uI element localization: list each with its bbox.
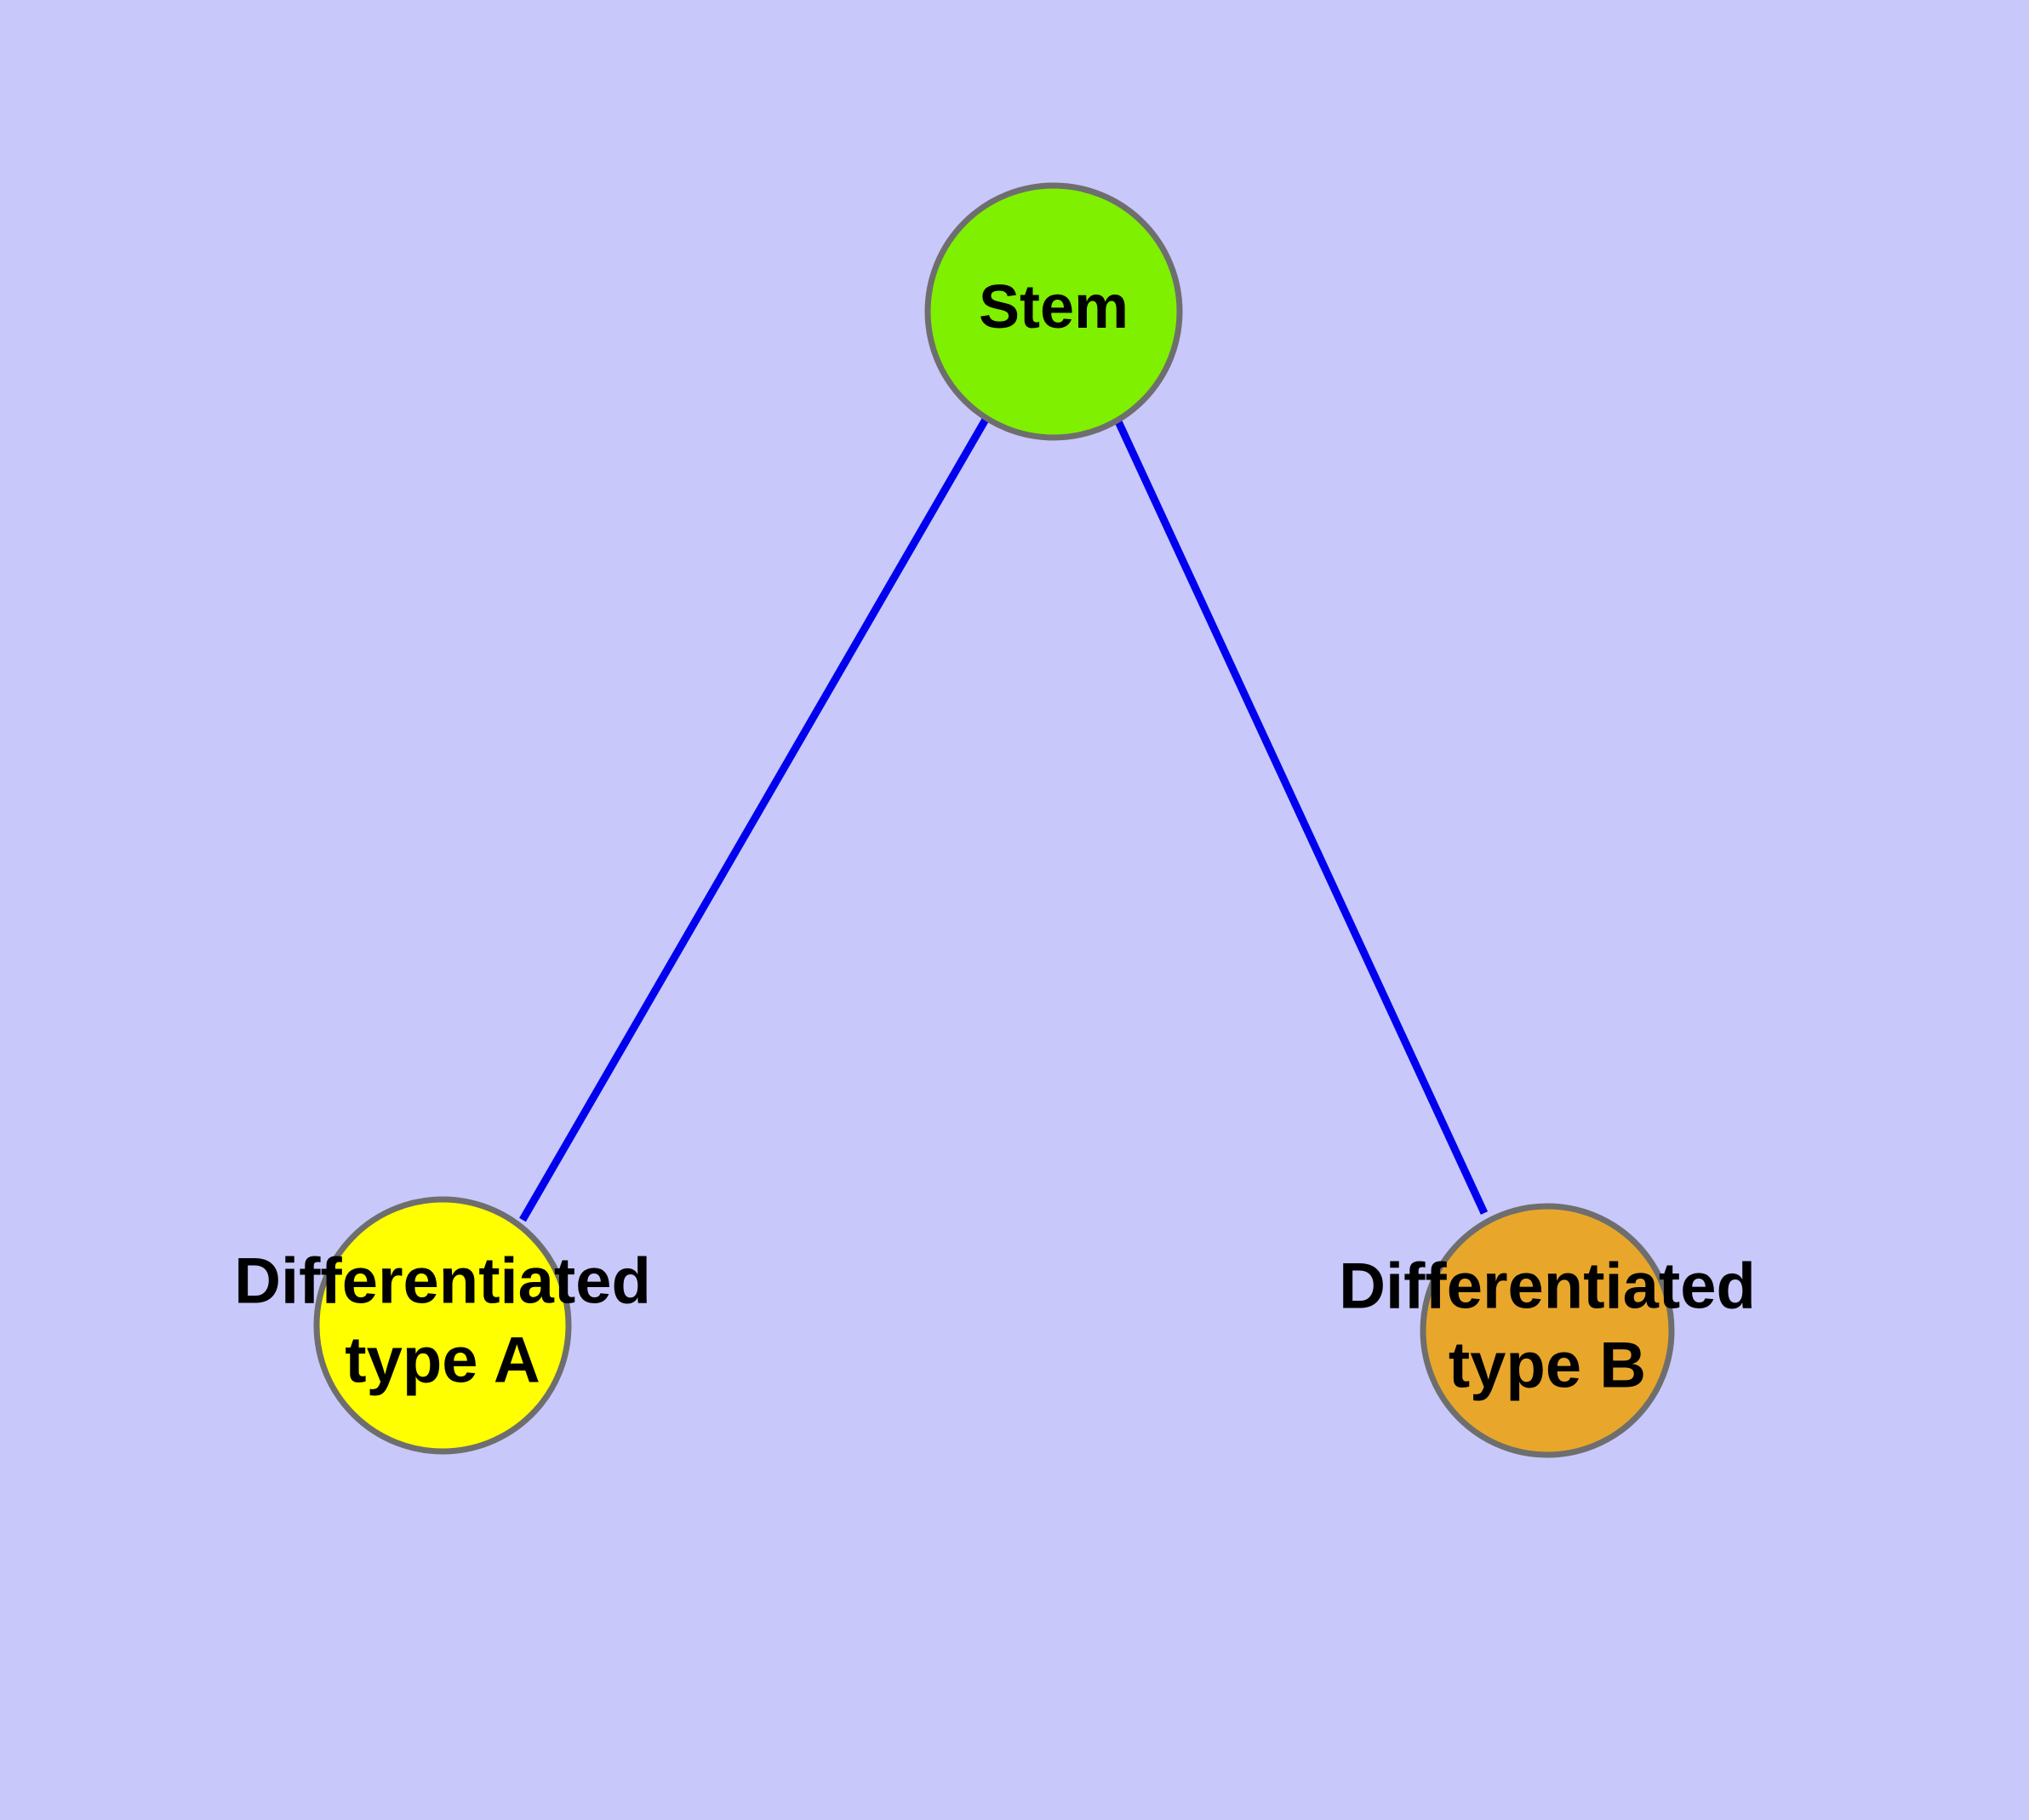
node-stem[interactable]: Stem xyxy=(924,182,1183,441)
node-label-line: Differentiated xyxy=(234,1245,651,1318)
edges-layer xyxy=(519,415,1489,1222)
node-circle-stem[interactable] xyxy=(924,182,1183,441)
node-label-line: Stem xyxy=(979,273,1129,341)
node-label-line: type B xyxy=(1449,1329,1646,1401)
node-label-line: type A xyxy=(345,1324,540,1396)
edge-stem-to-diff-a xyxy=(519,415,990,1222)
node-circle-diff-a[interactable] xyxy=(313,1196,572,1455)
node-label-stem: Stem xyxy=(979,273,1129,341)
node-circle-diff-b[interactable] xyxy=(1420,1203,1675,1458)
node-label-line: Differentiated xyxy=(1339,1251,1756,1323)
edge-stem-to-diff-b xyxy=(1113,418,1489,1215)
